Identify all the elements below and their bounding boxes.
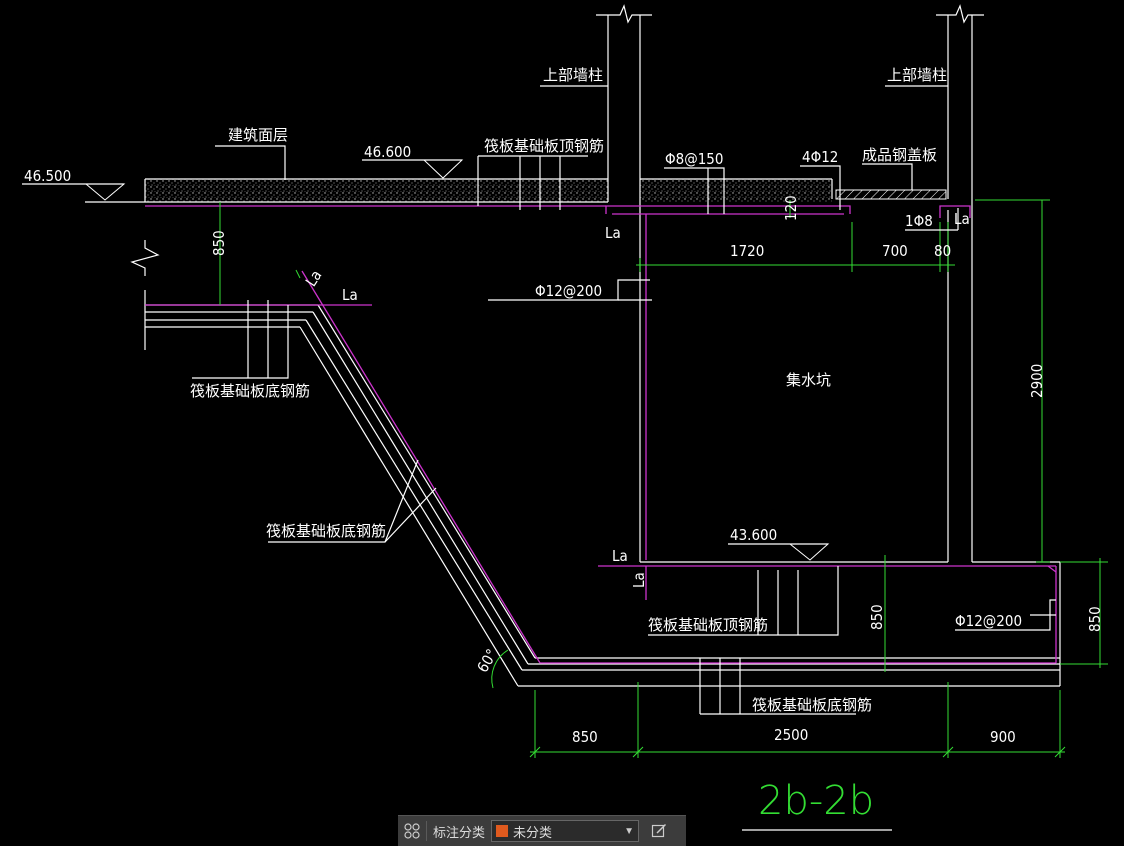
dim-120: 120 — [782, 195, 800, 221]
anchorage-la-3: La — [342, 286, 358, 304]
annotation-category-label: 标注分类 — [433, 824, 486, 840]
label-upper-wall-column-left: 上部墙柱 — [543, 66, 603, 84]
dim-850-mid: 850 — [868, 604, 886, 630]
anchorage-la-6: La — [630, 572, 648, 588]
dim-700: 700 — [882, 242, 908, 260]
annotation-category-select[interactable]: 未分类 ▼ — [491, 820, 640, 842]
label-floor-finish: 建筑面层 — [228, 126, 288, 144]
label-raft-bottom-rebar-slope: 筏板基础板底钢筋 — [266, 522, 386, 540]
label-steel-cover: 成品钢盖板 — [862, 146, 937, 164]
upper-wall-column-right — [936, 4, 984, 562]
rebar-phi12-200-lower: Φ12@200 — [955, 612, 1022, 630]
rebar-4phi12: 4Φ12 — [802, 148, 838, 166]
rebar-phi8-150: Φ8@150 — [665, 150, 723, 168]
leaders — [22, 85, 1056, 831]
rebar-1phi8: 1Φ8 — [905, 212, 933, 230]
dropdown-caret-icon[interactable]: ▼ — [624, 825, 635, 837]
dim-80: 80 — [934, 242, 951, 260]
floor-finish-band-right — [640, 179, 832, 202]
category-select-value: 未分类 — [513, 824, 553, 840]
label-raft-top-rebar-bottom: 筏板基础板顶钢筋 — [648, 616, 768, 634]
upper-wall-column-left — [596, 4, 652, 202]
dimension-lines — [219, 199, 1108, 758]
dim-850-right: 850 — [1086, 606, 1104, 632]
label-upper-wall-column-right: 上部墙柱 — [887, 66, 947, 84]
steel-cover-plate — [835, 189, 947, 200]
anchorage-la-5: La — [612, 547, 628, 565]
label-raft-bottom-rebar-left: 筏板基础板底钢筋 — [190, 382, 310, 400]
anchorage-la-4: La — [302, 267, 326, 290]
dim-850-bottom: 850 — [572, 728, 598, 746]
grid-icon[interactable] — [398, 816, 426, 846]
toolbar-divider — [426, 821, 427, 841]
label-sump-pit: 集水坑 — [786, 371, 831, 389]
dim-1720: 1720 — [730, 242, 764, 260]
floor-finish-band-left — [145, 179, 608, 202]
elevation-top: 46.600 — [364, 143, 411, 161]
rebar-phi12-200-upper: Φ12@200 — [535, 282, 602, 300]
dim-850-left: 850 — [210, 230, 228, 256]
dim-2900: 2900 — [1028, 364, 1046, 398]
section-title: 2b-2b — [758, 778, 874, 824]
elevation-left: 46.500 — [24, 167, 71, 185]
dim-900: 900 — [990, 728, 1016, 746]
dim-2500: 2500 — [774, 726, 808, 744]
raft-slab-outline — [130, 202, 1061, 687]
label-raft-top-rebar-top: 筏板基础板顶钢筋 — [484, 137, 604, 155]
anchorage-la-2: La — [954, 210, 970, 228]
annotation-toolbar: 标注分类 未分类 ▼ — [398, 815, 686, 846]
label-raft-bottom-rebar-bottom: 筏板基础板底钢筋 — [752, 696, 872, 714]
elevation-pit-bottom: 43.600 — [730, 526, 777, 544]
rebar-lines — [145, 205, 1057, 664]
anchorage-la-1: La — [605, 224, 621, 242]
edit-icon[interactable] — [645, 816, 673, 846]
category-color-swatch — [496, 825, 509, 837]
